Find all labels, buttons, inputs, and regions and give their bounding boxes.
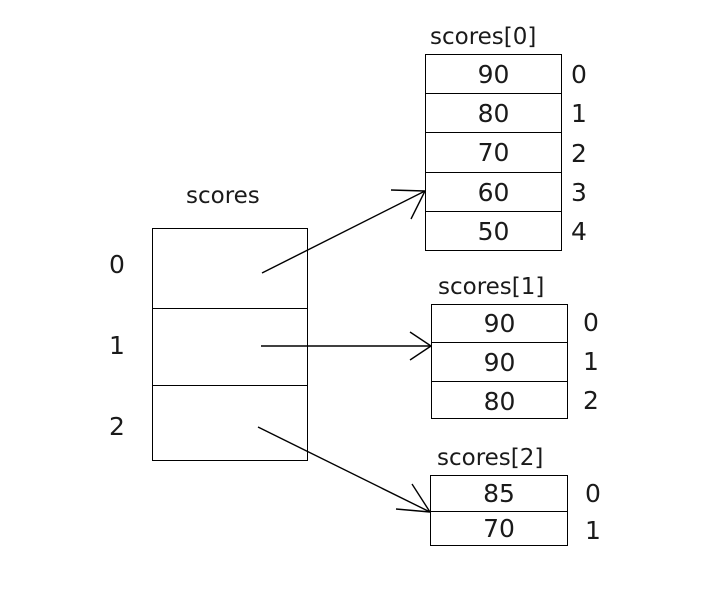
sub-array-0-index-3: 3: [571, 178, 587, 207]
sub-array-0-cell-3[interactable]: 60: [426, 173, 561, 212]
sub-array-1-cell-1[interactable]: 90: [432, 343, 567, 382]
sub-array-2-index-0: 0: [585, 479, 601, 508]
sub-array-0-cell-2[interactable]: 70: [426, 133, 561, 173]
sub-array-2-cell-1[interactable]: 70: [483, 514, 515, 543]
sub-array-0-cell-1[interactable]: 80: [426, 94, 561, 133]
main-array-cell-2[interactable]: [153, 386, 307, 460]
sub-array-1-cell-0[interactable]: 90: [432, 305, 567, 343]
sub-array-0-box[interactable]: 90 80 70 60 50: [425, 54, 562, 251]
sub-array-0-cell-4[interactable]: 50: [477, 216, 510, 246]
sub-array-0-index-2: 2: [571, 139, 587, 168]
sub-array-2-cell-0[interactable]: 85: [431, 476, 567, 512]
sub-array-0-index-0: 0: [571, 60, 587, 89]
main-array-index-0: 0: [109, 250, 125, 279]
sub-array-1-cell-2[interactable]: 80: [483, 386, 516, 416]
sub-array-1-index-0: 0: [583, 308, 599, 337]
main-array-index-1: 1: [109, 331, 125, 360]
main-array-label: scores: [186, 183, 260, 209]
sub-array-2-index-1: 1: [585, 516, 601, 545]
sub-array-0-index-1: 1: [571, 99, 587, 128]
sub-array-2-label: scores[2]: [437, 445, 544, 471]
sub-array-1-box[interactable]: 90 90 80: [431, 304, 568, 419]
sub-array-1-index-2: 2: [583, 386, 599, 415]
sub-array-1-index-1: 1: [583, 347, 599, 376]
sub-array-1-label: scores[1]: [438, 274, 545, 300]
main-array-cell-1[interactable]: [153, 309, 307, 386]
main-array-box[interactable]: [152, 228, 308, 461]
sub-array-0-index-4: 4: [571, 217, 587, 246]
main-array-index-2: 2: [109, 412, 125, 441]
sub-array-2-box[interactable]: 85 70: [430, 475, 568, 546]
main-array-cell-0[interactable]: [153, 229, 307, 309]
sub-array-0-label: scores[0]: [430, 24, 537, 50]
sub-array-0-cell-0[interactable]: 90: [426, 55, 561, 94]
